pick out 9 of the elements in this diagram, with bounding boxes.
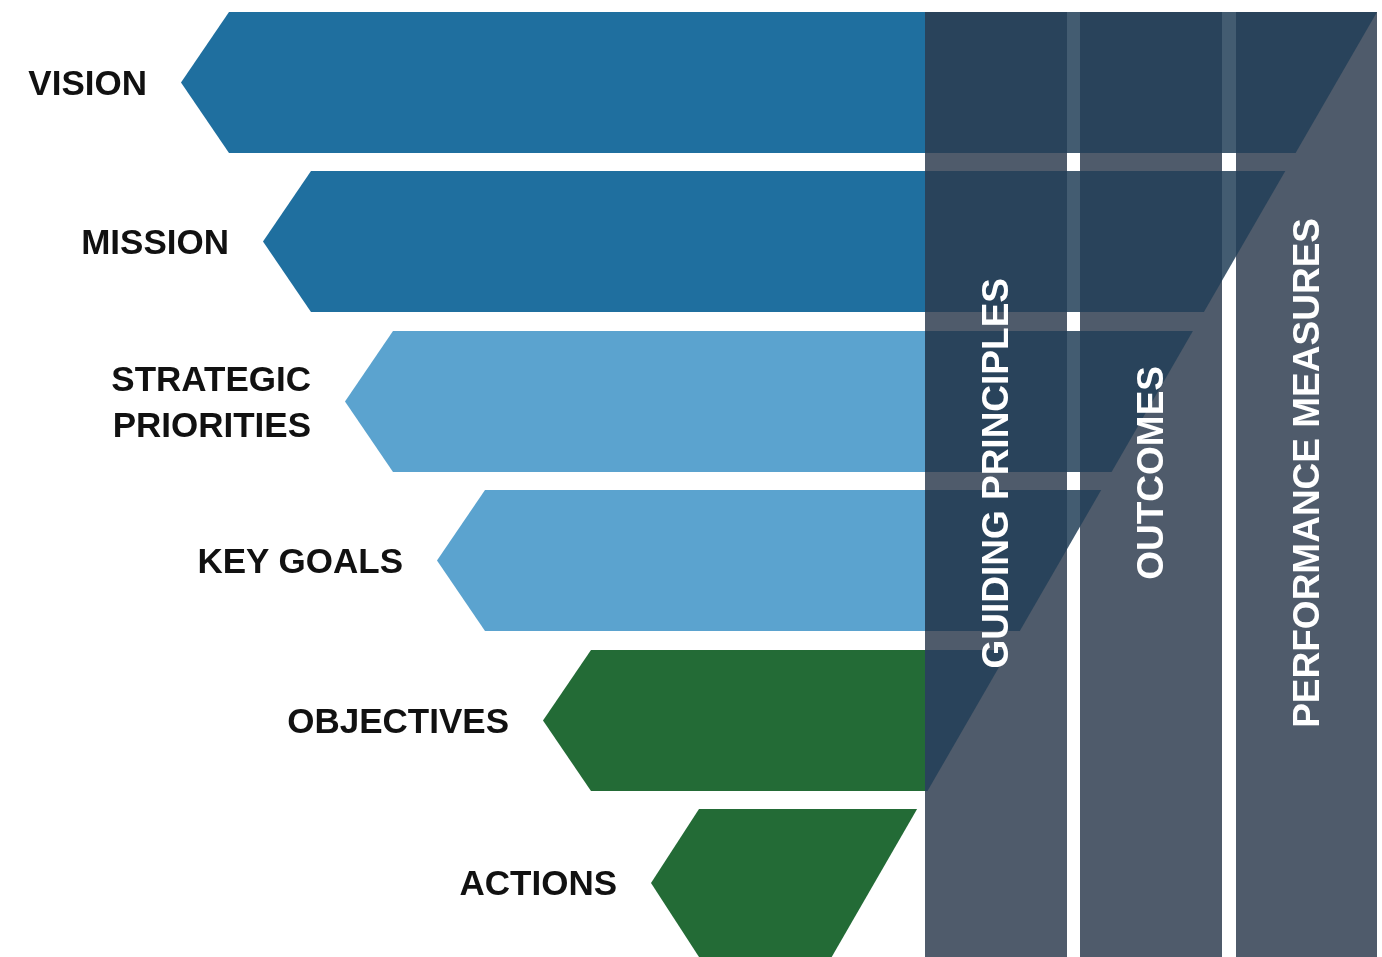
band-label: STRATEGIC PRIORITIES — [110, 357, 311, 446]
band-label: OBJECTIVES — [287, 699, 509, 742]
band-label: VISION — [28, 61, 147, 104]
column-label: OUTCOMES — [1130, 366, 1172, 580]
band-label: ACTIONS — [459, 862, 617, 904]
band-label: KEY GOALS — [197, 539, 403, 582]
band-label: MISSION — [81, 220, 229, 263]
column-label: PERFORMANCE MEASURES — [1285, 218, 1328, 728]
column-label: GUIDING PRINCIPLES — [975, 277, 1017, 669]
